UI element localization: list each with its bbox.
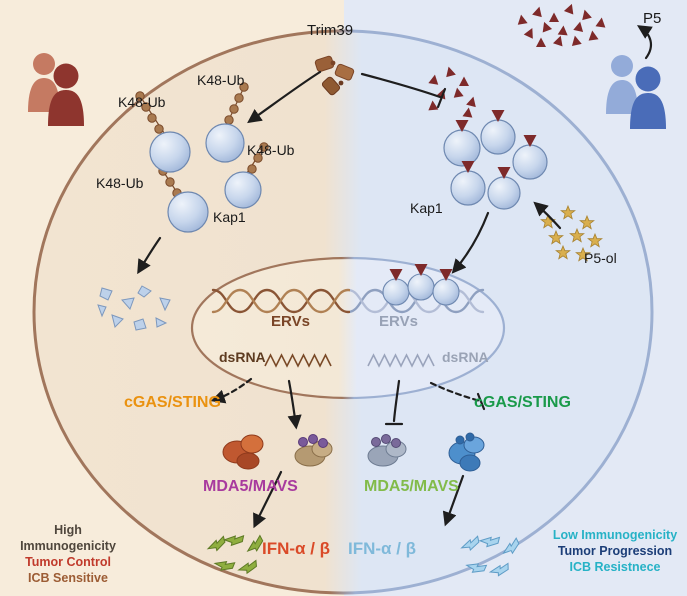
outcome-left-line1: High Immunogenicity bbox=[20, 523, 116, 553]
kap1-label-right: Kap1 bbox=[410, 200, 443, 216]
ervs-label-left: ERVs bbox=[271, 313, 310, 330]
outcome-left-line2: Tumor Control bbox=[25, 555, 111, 569]
dsrna-squiggle-left bbox=[264, 353, 332, 368]
arrow-kap1-degradation bbox=[137, 236, 162, 275]
kap1-label-left: Kap1 bbox=[213, 209, 246, 225]
outcome-right-line1: Low Immunogenicity bbox=[552, 528, 678, 542]
degraded-kap1-fragments bbox=[97, 285, 171, 331]
k48ub-label-1: K48-Ub bbox=[197, 72, 245, 88]
arrow-mda5-to-ifn-left bbox=[253, 470, 283, 529]
pathway-arrows bbox=[137, 25, 653, 529]
dsrna-label-right: dsRNA bbox=[442, 349, 489, 365]
cgas-sting-label-right: cGAS/STING bbox=[474, 394, 571, 411]
arrow-ervs-to-cgas-left bbox=[210, 377, 253, 404]
outcome-left-line3: ICB Sensitive bbox=[28, 571, 108, 585]
p5ol-label: P5-ol bbox=[584, 250, 617, 266]
dsrna-label-left: dsRNA bbox=[219, 349, 266, 365]
k48ub-label-3: K48-Ub bbox=[247, 142, 295, 158]
outcome-right-line3: ICB Resistnece bbox=[569, 560, 661, 574]
k48ub-label-2: K48-Ub bbox=[118, 94, 166, 110]
sting-protein-right bbox=[448, 432, 485, 472]
arrow-cells-to-p5 bbox=[636, 25, 653, 60]
outcome-left: High Immunogenicity Tumor Control ICB Se… bbox=[6, 522, 130, 586]
inhibit-ervs-to-mda5-right bbox=[392, 379, 401, 423]
cgas-sting-label-left: cGAS/STING bbox=[124, 394, 221, 411]
mda5-protein-right bbox=[367, 434, 407, 467]
trim39-puzzle-icon bbox=[314, 55, 355, 96]
outcome-right: Low Immunogenicity Tumor Progression ICB… bbox=[546, 527, 684, 575]
arrow-p5ol-to-kap1 bbox=[533, 201, 562, 230]
ifn-label-left: IFN-α / β bbox=[262, 539, 331, 558]
p5-label: P5 bbox=[643, 10, 662, 27]
kap1-p5-bound-cluster bbox=[443, 110, 548, 210]
dsrna-squiggle-right bbox=[367, 353, 435, 368]
outcome-right-line2: Tumor Progression bbox=[557, 544, 673, 558]
trim39-label: Trim39 bbox=[307, 22, 354, 39]
kap1-ubiquitinated-cluster bbox=[135, 82, 269, 233]
arrow-trim39-to-kap1 bbox=[247, 70, 322, 124]
kap1-spheres-left bbox=[149, 123, 262, 233]
arrow-ervs-to-mda5-left bbox=[287, 379, 302, 430]
nucleus bbox=[190, 256, 506, 400]
ifn-label-right: IFN-α / β bbox=[348, 539, 417, 558]
ervs-label-right: ERVs bbox=[379, 313, 418, 330]
mda5-mavs-label-left: MDA5/MAVS bbox=[203, 478, 298, 495]
inhibit-trim39-to-p5-kap1 bbox=[360, 72, 442, 99]
kap1-on-erv-dna bbox=[382, 264, 460, 306]
inhibit-ervs-to-cgas-right bbox=[429, 381, 482, 403]
mda5-protein-left bbox=[222, 434, 264, 470]
immune-cold-cells-icon bbox=[606, 55, 666, 129]
immune-hot-cells-icon bbox=[28, 53, 84, 126]
arrow-sting-to-ifn-right bbox=[442, 474, 465, 527]
mavs-protein-left bbox=[294, 434, 333, 467]
arrow-kap1-to-nucleus bbox=[451, 211, 490, 274]
mda5-mavs-label-right: MDA5/MAVS bbox=[364, 478, 459, 495]
k48ub-label-4: K48-Ub bbox=[96, 175, 144, 191]
